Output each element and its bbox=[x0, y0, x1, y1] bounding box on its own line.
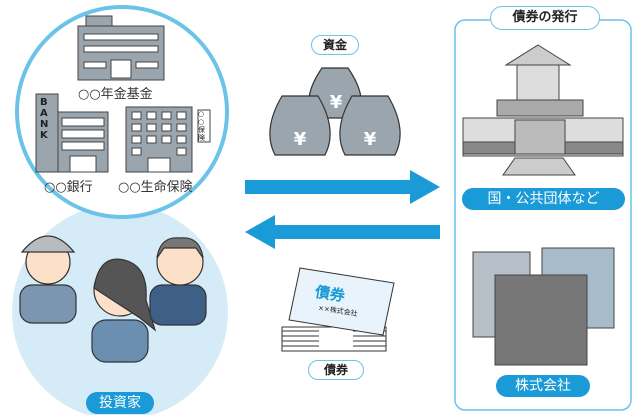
investors-illustration bbox=[19, 235, 207, 363]
yen-symbol: ¥ bbox=[294, 129, 307, 150]
yen-symbols: ¥ ¥ ¥ bbox=[294, 92, 377, 150]
bond-arrow-left bbox=[245, 215, 440, 249]
issuance-title: 債券の発行 bbox=[490, 6, 600, 30]
insurance-sign: ○○保険 bbox=[198, 110, 205, 142]
bond-label: 債券 bbox=[308, 360, 364, 380]
funds-arrow-right bbox=[245, 170, 440, 204]
pension-fund-label: ○○年金基金 bbox=[78, 87, 153, 102]
investors-label: 投資家 bbox=[86, 392, 154, 414]
money-bags-icon bbox=[269, 67, 401, 156]
pension-fund-building-icon bbox=[77, 15, 165, 81]
insurance-building-icon bbox=[125, 106, 211, 173]
bond-certificate-icon bbox=[281, 267, 395, 352]
yen-symbol: ¥ bbox=[330, 92, 343, 113]
yen-symbol: ¥ bbox=[364, 129, 377, 150]
life-insurance-label: ○○生命保険 bbox=[118, 180, 193, 195]
bank-building-icon bbox=[35, 93, 109, 173]
funds-label: 資金 bbox=[311, 35, 359, 55]
government-label: 国・公共団体など bbox=[462, 188, 625, 210]
company-label: 株式会社 bbox=[496, 375, 590, 397]
bank-label: ○○銀行 bbox=[44, 180, 93, 195]
government-building-icon bbox=[462, 44, 624, 176]
bank-sign: BANK bbox=[40, 97, 49, 141]
company-buildings-icon bbox=[472, 247, 615, 366]
